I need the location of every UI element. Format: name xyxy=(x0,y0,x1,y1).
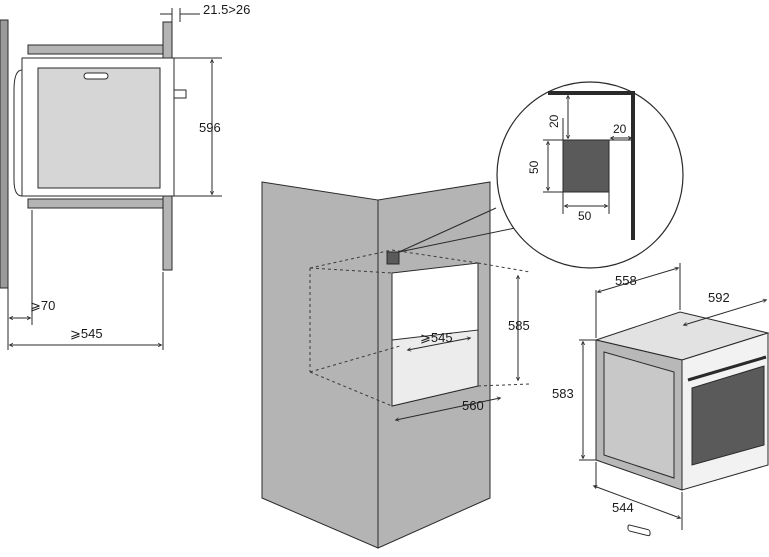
cabinet-niche-view: 585 ⩾545 560 xyxy=(261,181,531,549)
left-wall xyxy=(0,19,9,289)
side-view: 21.5>26 596 ⩾70 ⩾545 xyxy=(0,2,250,350)
oven-back xyxy=(13,69,23,197)
label-detail-side: 50 xyxy=(527,160,541,174)
niche-depth-arrow xyxy=(408,338,470,350)
label-niche-width: 560 xyxy=(462,398,484,413)
label-detail-top: 20 xyxy=(547,114,561,128)
label-side-depth-total: ⩾545 xyxy=(70,326,103,341)
niche-width-arrow xyxy=(396,398,500,420)
label-detail-bottom: 50 xyxy=(578,209,592,223)
label-side-depth-min: ⩾70 xyxy=(30,298,55,313)
top-shelf xyxy=(27,44,169,55)
label-oven-width: 558 xyxy=(615,273,637,288)
label-oven-total-width: 592 xyxy=(708,290,730,305)
label-side-height: 596 xyxy=(199,120,221,135)
cabinet-side-panel xyxy=(261,181,379,549)
oven-width-arrow xyxy=(598,268,678,292)
oven-handle-side xyxy=(83,72,109,80)
oven-handle-3d xyxy=(627,524,651,537)
oven-3d-view: 558 592 583 544 xyxy=(552,263,769,537)
vent-detail-callout: 20 20 50 50 xyxy=(496,81,684,269)
oven-depth-arrow xyxy=(594,486,680,518)
oven-door-side xyxy=(37,67,161,189)
detail-vent-square xyxy=(562,139,610,193)
oven-door-frame xyxy=(603,351,675,479)
label-side-gap: 21.5>26 xyxy=(203,2,250,17)
knob xyxy=(173,89,187,99)
oven-total-width-arrow xyxy=(684,300,766,325)
label-niche-height: 585 xyxy=(508,318,530,333)
bottom-shelf xyxy=(27,198,169,209)
vent-square xyxy=(386,251,400,265)
label-detail-right: 20 xyxy=(613,122,627,136)
label-niche-depth: ⩾545 xyxy=(420,330,453,345)
label-oven-depth: 544 xyxy=(612,500,634,515)
label-oven-height: 583 xyxy=(552,386,574,401)
oven-window xyxy=(691,365,765,466)
